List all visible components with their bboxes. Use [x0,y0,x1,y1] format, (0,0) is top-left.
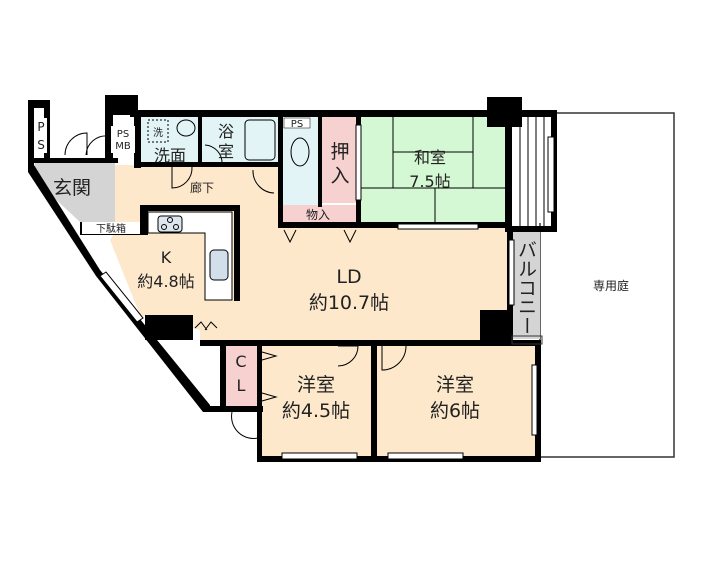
ps-left-label-top: P [37,120,44,134]
washitsu-size: 7.5帖 [409,172,450,191]
shoe-box-strip [82,222,140,234]
western-room-2-size: 約6帖 [430,400,480,422]
cl-label-bottom: L [237,376,246,395]
washroom-floor [140,117,200,165]
toilet-ps-label: PS [291,119,303,130]
washer-label: 洗 [153,127,163,139]
ps-mb-label-bottom: MB [115,141,131,152]
bath-label-top: 浴 [218,122,234,141]
western-room-1-size: 約4.5帖 [282,400,350,422]
toilet-floor [282,117,320,207]
balcony-label: バルコニー [515,240,537,335]
oshiire-floor [322,117,358,203]
washbasin-icon [176,119,196,137]
private-garden-label: 専用庭 [593,278,629,293]
western-room-2-name: 洋室 [436,374,474,396]
tatami-lines [360,117,510,226]
balcony-floor [512,232,540,339]
burner-icon [173,224,179,230]
western-room-2-floor [377,346,535,456]
shoe-box-label: 下駄箱 [96,222,126,235]
kitchen-size: 約4.8帖 [137,272,194,291]
kitchen-name: K [161,248,172,267]
stove-icon [157,215,183,233]
ps-mb-box [111,126,135,153]
private-garden-area [539,112,675,458]
cl-floor [225,346,257,406]
oshiire-label-bottom: 入 [330,165,349,187]
walls [28,95,557,462]
burner-icon [167,217,173,223]
engawa-floor [512,117,554,223]
ps-left-box [35,118,47,153]
windows [99,124,555,460]
ps-mb-label-top: PS [117,129,129,140]
western-room-1-floor [262,346,372,456]
hallway-label: 廊下 [190,180,214,195]
burner-icon [161,224,167,230]
oshiire-label-top: 押 [330,141,349,163]
engawa-stripes [519,113,545,226]
cl-label-top: C [235,352,246,371]
toilet-icon [290,137,310,167]
washer-space-icon [147,119,169,143]
monoire-label: 物入 [306,208,330,222]
entrance-floor [35,160,115,222]
washroom-label: 洗面 [154,146,186,165]
door-swings [64,132,407,439]
bath-label-bottom: 室 [218,142,234,161]
washitsu-name: 和室 [414,148,446,167]
ld-size: 約10.7帖 [309,292,389,314]
western-room-1-name: 洋室 [297,374,335,396]
sink-icon [209,249,229,281]
toilet-ps-box [283,117,311,129]
ld-name: LD [336,266,361,288]
bathtub-icon [244,119,276,161]
entrance-label: 玄関 [53,177,91,199]
balcony-railing [511,335,543,345]
monoire-floor [280,205,358,223]
ps-left-label-bottom: S [37,138,45,152]
